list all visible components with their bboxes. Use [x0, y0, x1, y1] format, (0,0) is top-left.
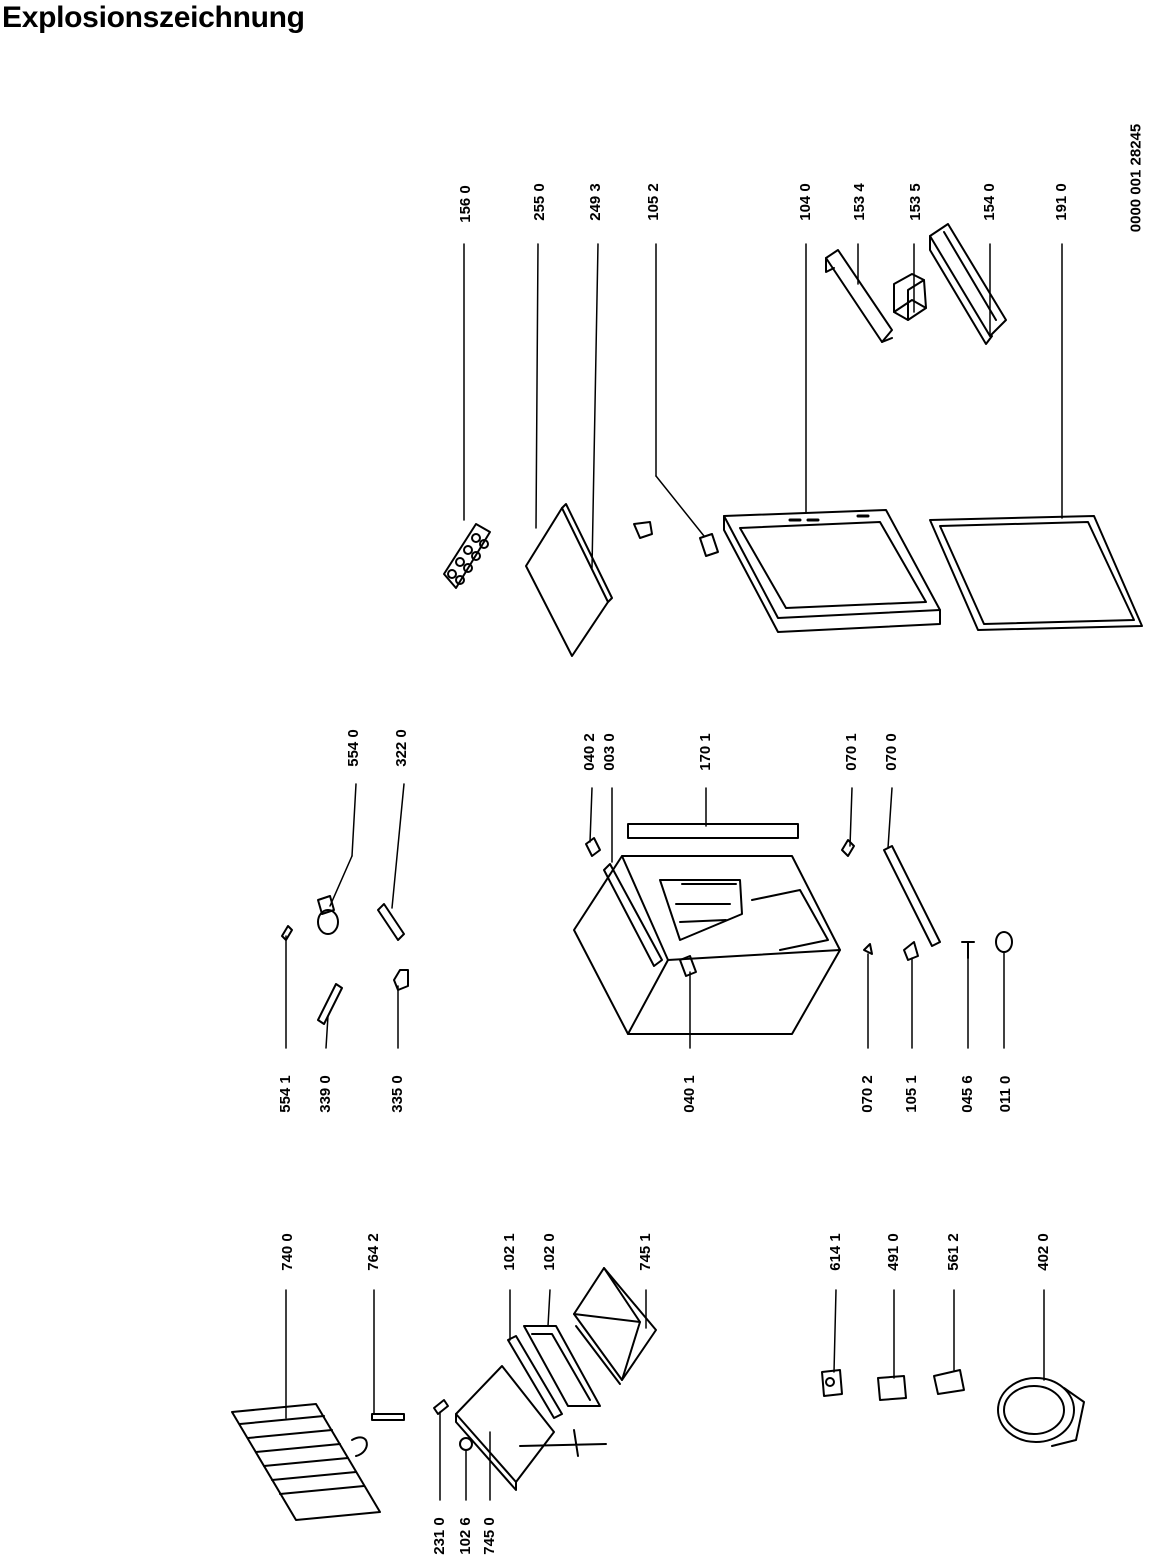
- label-764-2: 764 2: [365, 1233, 382, 1271]
- part-070-0-rail: [883, 845, 941, 947]
- label-040-1: 040 1: [681, 1075, 698, 1113]
- part-040-2-clip: [585, 837, 601, 857]
- label-153-5: 153 5: [907, 183, 924, 221]
- label-105-1: 105 1: [903, 1075, 920, 1113]
- part-745-0-evaporator: [455, 1365, 607, 1491]
- part-322-0-strip: [377, 903, 405, 941]
- part-070-2-pin: [863, 943, 873, 955]
- label-170-1: 170 1: [697, 733, 714, 771]
- part-191-0-door-gasket: [929, 515, 1143, 631]
- label-102-6: 102 6: [457, 1517, 474, 1555]
- label-070-1: 070 1: [843, 733, 860, 771]
- part-156-0-egg-tray: [443, 523, 491, 589]
- label-740-0: 740 0: [279, 1233, 296, 1271]
- label-156-0: 156 0: [457, 185, 474, 223]
- part-154-0-door-shelf: [929, 223, 1007, 345]
- part-070-1-small-part: [841, 839, 855, 857]
- part-231-0-part: [433, 1399, 449, 1415]
- part-105-1-hinge: [903, 941, 919, 961]
- part-102-6-part: [459, 1437, 473, 1451]
- part-102-0-flap: [523, 1325, 601, 1407]
- label-154-0: 154 0: [981, 183, 998, 221]
- label-102-1: 102 1: [501, 1233, 518, 1271]
- label-561-2: 561 2: [945, 1233, 962, 1271]
- label-191-0: 191 0: [1053, 183, 1070, 221]
- label-255-0: 255 0: [531, 183, 548, 221]
- part-614-1-relay: [821, 1369, 843, 1397]
- label-554-1: 554 1: [277, 1075, 294, 1113]
- part-339-0-sensor: [317, 983, 343, 1025]
- label-614-1: 614 1: [827, 1233, 844, 1271]
- label-554-0: 554 0: [345, 729, 362, 767]
- leader-lines: [285, 243, 1063, 1501]
- label-249-3: 249 3: [587, 183, 604, 221]
- label-153-4: 153 4: [851, 183, 868, 221]
- part-045-6-bolt: [961, 941, 975, 959]
- page-title: Explosionszeichnung: [2, 1, 305, 34]
- label-104-0: 104 0: [797, 183, 814, 221]
- part-402-0-compressor: [997, 1377, 1085, 1447]
- label-322-0: 322 0: [393, 729, 410, 767]
- label-402-0: 402 0: [1035, 1233, 1052, 1271]
- part-102-1-strip: [507, 1335, 563, 1419]
- label-102-0: 102 0: [541, 1233, 558, 1271]
- part-153-4-door-rail: [825, 249, 893, 343]
- label-745-0: 745 0: [481, 1517, 498, 1555]
- label-491-0: 491 0: [885, 1233, 902, 1271]
- part-554-1-clip: [281, 925, 293, 941]
- part-153-5-small-box: [893, 273, 927, 321]
- label-011-0: 011 0: [997, 1075, 1014, 1113]
- label-070-0: 070 0: [883, 733, 900, 771]
- label-339-0: 339 0: [317, 1075, 334, 1113]
- part-170-1-strip: [627, 823, 799, 839]
- part-554-0-thermostat-knob: [317, 895, 339, 935]
- part-255-0-glass-shelf: [525, 503, 613, 657]
- label-003-0: 003 0: [601, 733, 618, 771]
- label-105-2: 105 2: [645, 183, 662, 221]
- part-561-2-capacitor: [933, 1369, 965, 1395]
- part-011-0-foot: [995, 931, 1013, 953]
- label-335-0: 335 0: [389, 1075, 406, 1113]
- label-045-6: 045 6: [959, 1075, 976, 1113]
- part-003-0-cabinet: [573, 855, 841, 1035]
- label-745-1: 745 1: [637, 1233, 654, 1271]
- part-740-0-condenser: [231, 1403, 381, 1521]
- label-231-0: 231 0: [431, 1517, 448, 1555]
- part-040-1-latch: [679, 955, 697, 977]
- part-745-1-drawer: [573, 1267, 657, 1385]
- part-105-2-hinge: [633, 521, 719, 557]
- part-335-0-connector: [393, 969, 409, 991]
- label-040-2: 040 2: [581, 733, 598, 771]
- part-491-0-cover: [877, 1375, 907, 1401]
- part-764-2-filter: [371, 1413, 405, 1421]
- label-070-2: 070 2: [859, 1075, 876, 1113]
- part-104-0-door: [723, 509, 941, 633]
